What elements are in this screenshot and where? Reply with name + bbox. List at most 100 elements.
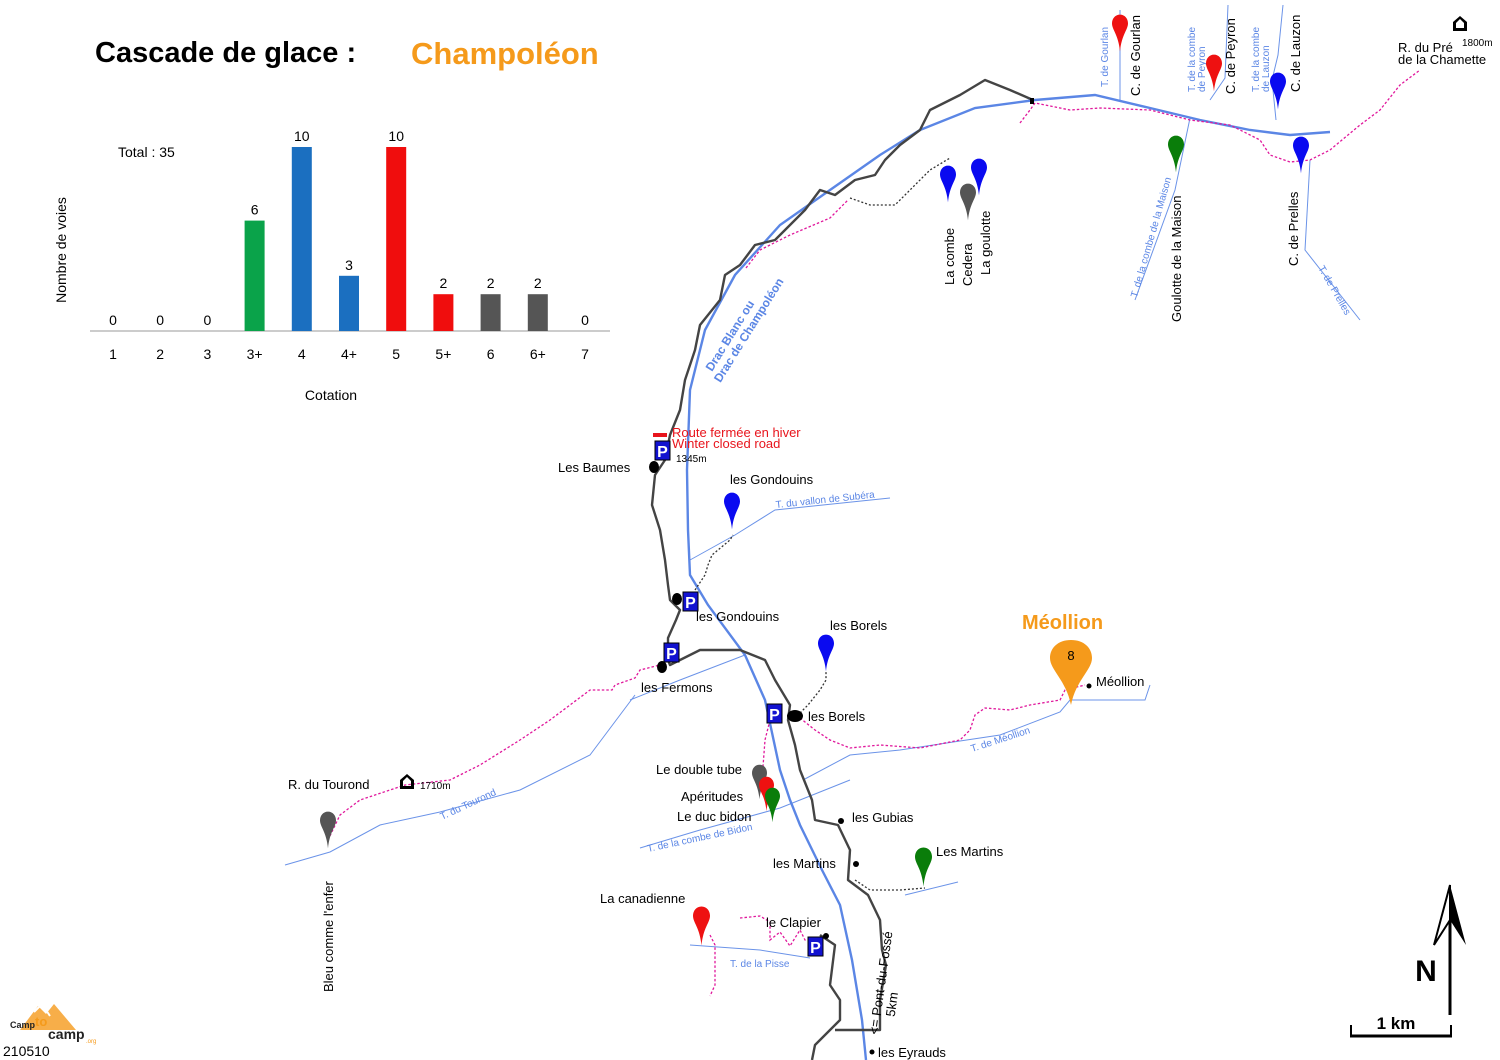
bar-value-label: 0: [204, 312, 212, 328]
bar-4: [291, 147, 312, 331]
x-tick-label: 4: [298, 346, 306, 362]
pin-gourlan[interactable]: [1112, 14, 1128, 52]
meollion-count: 8: [1067, 648, 1074, 663]
north-label: N: [1415, 955, 1437, 988]
x-tick-label: 4+: [341, 346, 357, 362]
parking-fermons: P: [663, 642, 680, 663]
stream-gourlan: T. de Gourlan: [1100, 27, 1111, 87]
bar-6: [480, 294, 501, 331]
place-les-eyrauds: les Eyrauds: [878, 1045, 946, 1060]
chart-total: Total : 35: [118, 144, 175, 160]
label-la-combe: La combe: [942, 228, 957, 285]
svg-text:P: P: [769, 707, 780, 724]
bar-6+: [527, 294, 548, 331]
grade-distribution-chart: Total : 35 Nombre de voies Cotation 0102…: [53, 128, 610, 403]
svg-text:P: P: [810, 940, 821, 957]
map-code: 210510: [3, 1043, 50, 1059]
bar-4+: [339, 275, 359, 331]
chart-x-label: Cotation: [305, 387, 357, 403]
parking-gondouins: P: [682, 591, 699, 612]
logo-camp: Camp: [10, 1020, 36, 1030]
map-subtitle: Champoléon: [411, 36, 599, 71]
pin-cedera[interactable]: [960, 183, 976, 221]
pin-lauzon[interactable]: [1270, 72, 1286, 110]
pin-bleu-enfer[interactable]: [320, 811, 336, 849]
stream-prelles: T. de Prelles: [1315, 264, 1352, 317]
parking-baumes: P: [654, 440, 671, 461]
stream-labels: T. du vallon de Subéra T. du Tourond T. …: [439, 27, 1353, 970]
bar-5: [386, 147, 407, 331]
meollion-marker[interactable]: [1050, 640, 1092, 705]
bar-value-label: 2: [534, 275, 542, 291]
bar-value-label: 10: [388, 128, 404, 144]
label-c-gourlan: C. de Gourlan: [1128, 15, 1143, 96]
hut-chamette: 1800m R. du Pré de la Chamette: [1398, 16, 1493, 67]
hut-chamette-name-1: R. du Pré: [1398, 40, 1453, 55]
bar-3+: [244, 220, 265, 331]
place-les-borels-village: les Borels: [830, 618, 888, 633]
road-closed-fr: Route fermée en hiver: [672, 425, 801, 440]
pin-la-combe[interactable]: [940, 165, 956, 203]
bar-value-label: 10: [294, 128, 310, 144]
parking-clapier: P: [807, 936, 824, 957]
place-le-clapier: le Clapier: [766, 915, 822, 930]
place-les-borels: les Borels: [808, 709, 866, 724]
pin-gondouins[interactable]: [724, 492, 740, 530]
camptocamp-logo: Camp to camp .org: [10, 1002, 96, 1045]
stream-maison: T. de la combe de la Maison: [1129, 176, 1174, 299]
hut-chamette-altitude: 1800m: [1462, 38, 1493, 49]
pin-borels[interactable]: [818, 634, 834, 672]
parking-altitude: 1345m: [676, 454, 707, 465]
approach-trails: [694, 157, 951, 891]
label-double-tube: Le double tube: [656, 762, 742, 777]
meollion-sector[interactable]: 8 Méollion: [1022, 612, 1103, 705]
meollion-title: Méollion: [1022, 612, 1103, 634]
route-labels: Bleu comme l'enfer Le double tube Apérit…: [321, 15, 1303, 992]
stream-lauzon-1: T. de la combe: [1251, 27, 1262, 92]
x-tick-label: 2: [156, 346, 164, 362]
pont-du-fosse-label: <= Pont-du-Fossé: [866, 930, 895, 1035]
place-les-baumes: Les Baumes: [558, 460, 631, 475]
stream-tourond: T. du Tourond: [439, 787, 498, 823]
x-tick-label: 6: [487, 346, 495, 362]
road: [650, 78, 1034, 1060]
label-la-goulotte: La goulotte: [978, 211, 993, 275]
map-title: Cascade de glace :: [95, 37, 356, 69]
pin-goulotte-maison[interactable]: [1168, 135, 1184, 173]
x-tick-label: 5+: [435, 346, 451, 362]
hut-tourond-name: R. du Tourond: [288, 777, 369, 792]
label-bleu-enfer: Bleu comme l'enfer: [321, 880, 336, 992]
scale-label: 1 km: [1377, 1014, 1416, 1033]
pin-la-canadienne[interactable]: [693, 906, 710, 946]
bar-value-label: 2: [487, 275, 495, 291]
parking-signs: P P P P P: [654, 440, 824, 957]
label-cedera: Cedera: [960, 243, 975, 286]
x-tick-label: 3: [204, 346, 212, 362]
bar-value-label: 6: [251, 202, 259, 218]
village-dots: [649, 98, 1092, 1055]
bar-value-label: 0: [581, 312, 589, 328]
svg-text:P: P: [685, 595, 696, 612]
pin-les-martins[interactable]: [915, 847, 932, 887]
label-les-martins: Les Martins: [936, 844, 1004, 859]
bar-value-label: 0: [156, 312, 164, 328]
pin-prelles[interactable]: [1293, 136, 1309, 174]
x-tick-label: 6+: [530, 346, 546, 362]
label-goulotte-maison: Goulotte de la Maison: [1169, 196, 1184, 322]
label-la-canadienne: La canadienne: [600, 891, 685, 906]
north-arrow: N: [1415, 884, 1466, 1015]
hut-chamette-name-2: de la Chamette: [1398, 52, 1486, 67]
label-c-peyron: C. de Peyron: [1223, 18, 1238, 94]
road-closed-en: Winter closed road: [672, 436, 780, 451]
bar-value-label: 0: [109, 312, 117, 328]
place-les-gondouins-village: les Gondouins: [730, 472, 814, 487]
hut-icon: [400, 774, 414, 789]
stream-lauzon-2: de Lauzon: [1261, 45, 1272, 92]
place-les-fermons: les Fermons: [641, 680, 713, 695]
scale-bar: 1 km: [1350, 1014, 1452, 1038]
label-c-prelles: C. de Prelles: [1286, 191, 1301, 266]
footpaths: [327, 69, 1421, 997]
place-meollion: Méollion: [1096, 674, 1144, 689]
pont-du-fosse-distance: 5km: [883, 991, 901, 1017]
